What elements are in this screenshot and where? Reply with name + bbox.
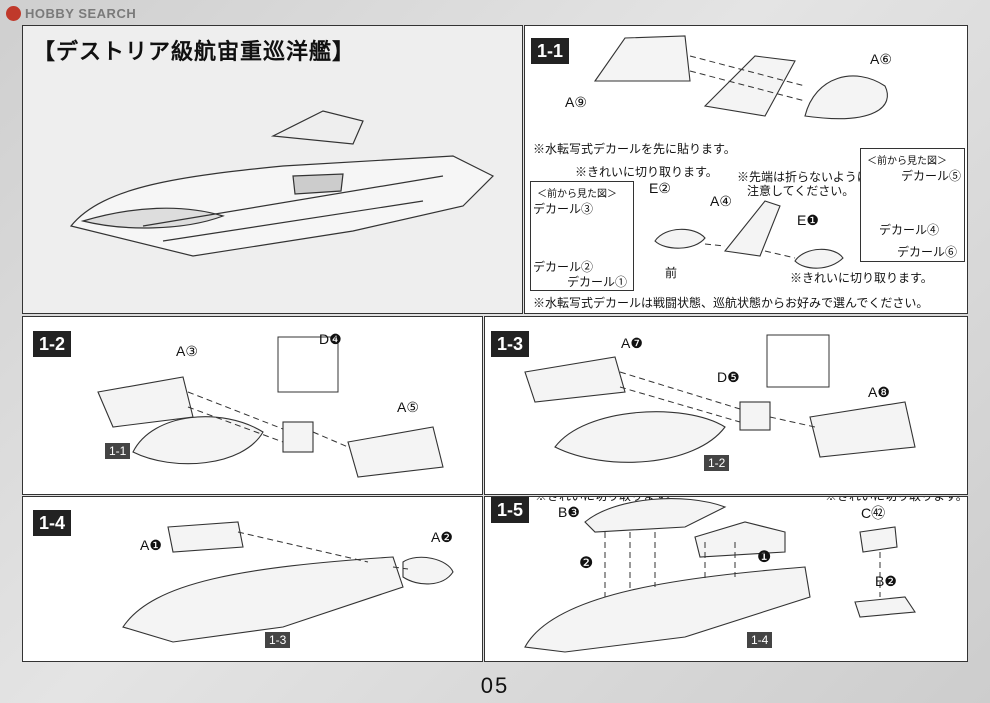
step-number: 1-4 bbox=[33, 510, 72, 536]
page-title: 【デストリア級航宙重巡洋艦】 bbox=[33, 40, 356, 65]
ref-step: 1-3 bbox=[265, 632, 291, 648]
decal-3: デカール③ bbox=[533, 202, 594, 216]
marker-1: ❶ bbox=[757, 549, 772, 566]
step-1-1-diagram bbox=[593, 35, 888, 269]
page-number: 05 bbox=[480, 673, 510, 698]
marker-2: ❷ bbox=[579, 555, 594, 572]
ref-step: 1-1 bbox=[105, 443, 131, 459]
part-a1: A❶ bbox=[140, 537, 162, 553]
step-number: 1-2 bbox=[33, 331, 72, 357]
note-clean-cut-2: ※きれいに切り取ります。 bbox=[790, 271, 933, 285]
ref-step: 1-2 bbox=[704, 455, 730, 471]
front-view-box-right: ＜前から見た図＞ デカール⑤ デカール④ デカール⑥ bbox=[860, 148, 965, 262]
part-a7: A❼ bbox=[621, 335, 643, 351]
part-d5: D❺ bbox=[717, 369, 740, 385]
part-a9: A⑨ bbox=[565, 94, 587, 110]
decal-1: デカール① bbox=[567, 275, 628, 289]
ref-step: 1-4 bbox=[747, 632, 773, 648]
step-number: 1-5 bbox=[491, 497, 530, 523]
front-view-box-left: ＜前から見た図＞ デカール③ デカール② デカール① bbox=[530, 181, 634, 291]
step-number: 1-1 bbox=[531, 38, 570, 64]
part-b3: B❸ bbox=[558, 504, 580, 520]
decal-2: デカール② bbox=[533, 260, 594, 274]
note-clean-cut-right: ※きれいに切り取ります。 bbox=[825, 496, 968, 503]
step-number: 1-3 bbox=[491, 331, 530, 357]
part-a4: A④ bbox=[710, 193, 732, 209]
note-decal-choice: ※水転写式デカールは戦闘状態、巡航状態からお好みで選んでください。 bbox=[533, 296, 929, 310]
note-clean-cut-left: ※きれいに切り取ります。 bbox=[535, 496, 678, 503]
step-1-4-panel: 1-4 A❶ A❷ 1-3 bbox=[22, 496, 483, 662]
front-view-label: ＜前から見た図＞ bbox=[537, 189, 617, 200]
front-view-label-right: ＜前から見た図＞ bbox=[867, 156, 947, 167]
part-e1: E❶ bbox=[797, 212, 819, 228]
step-1-3-diagram bbox=[524, 334, 916, 463]
note-decal-first: ※水転写式デカールを先に貼ります。 bbox=[533, 142, 736, 156]
part-b2: B❷ bbox=[875, 573, 897, 589]
step-1-1-panel: 1-1 A⑨ A⑥ ※水転写式デカールを先に貼ります。 ※きれいに切り取ります。… bbox=[524, 25, 968, 314]
site-logo[interactable]: HOBBY SEARCH bbox=[6, 3, 136, 23]
step-1-5-diagram bbox=[524, 498, 916, 653]
part-a5: A⑤ bbox=[397, 399, 419, 415]
logo-mark-icon bbox=[6, 5, 21, 21]
part-d4: D❹ bbox=[319, 331, 342, 347]
note-clean-cut: ※きれいに切り取ります。 bbox=[575, 165, 718, 179]
part-e2: E② bbox=[649, 180, 671, 196]
ship-illustration bbox=[69, 110, 495, 257]
decal-4: デカール④ bbox=[879, 223, 940, 237]
decal-6: デカール⑥ bbox=[897, 245, 958, 259]
part-a6: A⑥ bbox=[870, 51, 892, 67]
step-1-3-panel: 1-3 A❼ D❺ A❽ 1-2 bbox=[484, 316, 968, 495]
step-1-2-panel: 1-2 A③ D❹ A⑤ 1-1 bbox=[22, 316, 483, 495]
part-a2: A❷ bbox=[431, 529, 453, 545]
part-a8: A❽ bbox=[868, 384, 890, 400]
front-label: 前 bbox=[665, 266, 678, 280]
step-1-5-panel: 1-5 ※きれいに切り取ります。 ※きれいに切り取ります。 B❸ C㊷ B❷ ❷… bbox=[484, 496, 968, 662]
part-c42: C㊷ bbox=[861, 505, 886, 521]
hero-panel: 【デストリア級航宙重巡洋艦】 bbox=[22, 25, 523, 314]
part-a3: A③ bbox=[176, 343, 198, 359]
step-1-4-diagram bbox=[122, 521, 454, 643]
note-tip-warning-2: 注意してください。 bbox=[747, 184, 855, 198]
decal-5: デカール⑤ bbox=[901, 169, 962, 183]
logo-text: HOBBY SEARCH bbox=[25, 5, 137, 21]
step-1-2-diagram bbox=[97, 336, 444, 478]
note-tip-warning-1: ※先端は折らないように bbox=[737, 170, 869, 184]
